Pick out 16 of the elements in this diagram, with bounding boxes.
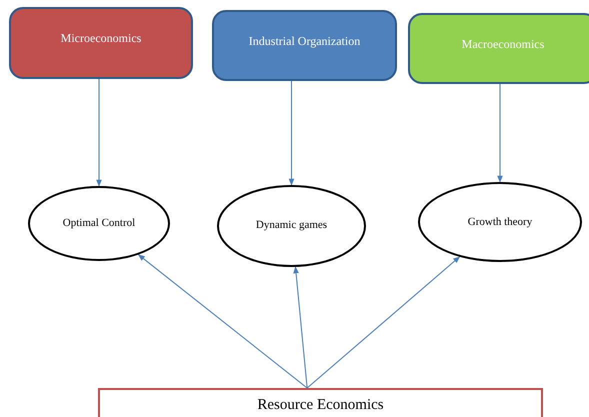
arrow [288,80,294,186]
rounded-box [212,10,397,81]
node-label: Optimal Control [62,216,136,231]
rounded-box [408,13,589,84]
arrow [306,256,460,388]
node-label: Resource Economics [257,397,384,414]
node-label: Microeconomics [60,31,142,46]
rounded-box [9,7,193,79]
node-label: Industrial Organization [248,34,360,49]
arrow [293,266,308,388]
arrow [497,84,503,183]
arrow [96,78,102,187]
arrow [138,254,308,388]
node-label: Macroeconomics [462,37,544,52]
node-label: Dynamic games [256,218,328,234]
node-label: Growth theory [468,214,532,230]
